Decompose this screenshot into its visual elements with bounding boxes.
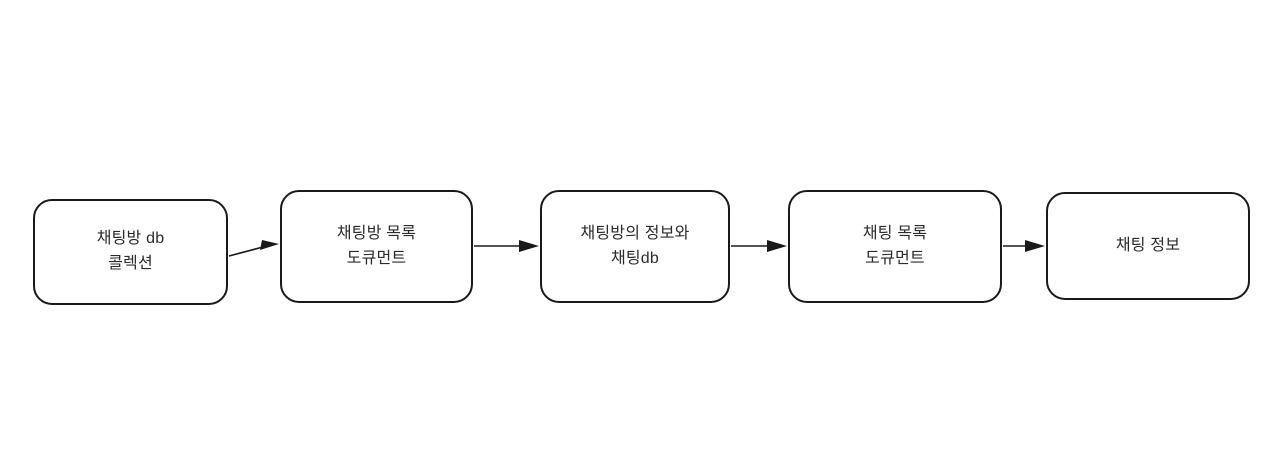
node-chat-info[interactable] xyxy=(1046,192,1250,300)
edge-chat-list-to-chat-info xyxy=(1003,240,1045,252)
node-chatroom-list-document[interactable] xyxy=(280,190,473,303)
node-chatroom-db-collection[interactable] xyxy=(33,199,228,305)
edge-chatroom-info-to-chat-list xyxy=(731,240,787,252)
edge-chatroom-db-to-chatroom-list xyxy=(228,240,279,257)
edge-chatroom-list-to-chatroom-info xyxy=(474,240,539,252)
node-chat-list-document[interactable] xyxy=(788,190,1002,303)
node-chatroom-info-and-chat-db[interactable] xyxy=(540,190,730,303)
